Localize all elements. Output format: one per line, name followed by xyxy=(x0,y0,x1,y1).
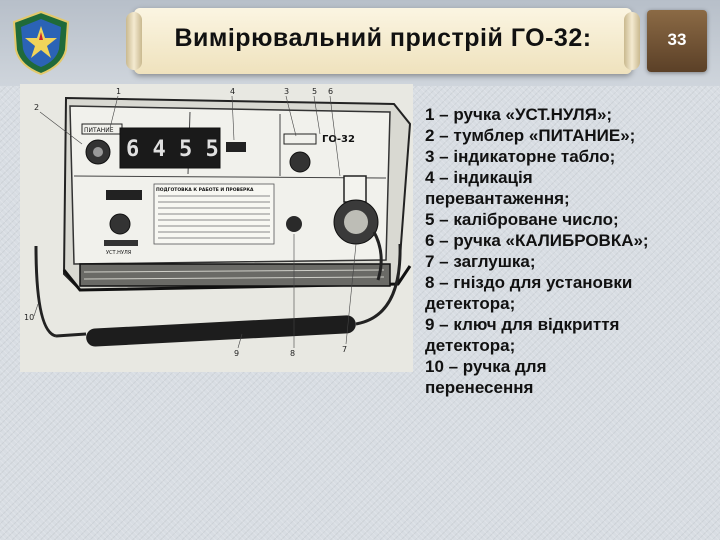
device-photo: ПИТАНИЕ ГО-32 УСТ.НУЛЯ ПОДГОТОВКА К РАБО… xyxy=(20,84,413,372)
page-number: 33 xyxy=(667,30,687,49)
list-item: 8 – гніздо для установки xyxy=(425,273,633,292)
list-item: 6 – ручка «КАЛИБРОВКА»; xyxy=(425,231,649,250)
panel-label-zero: УСТ.НУЛЯ xyxy=(106,250,131,256)
panel-label-power: ПИТАНИЕ xyxy=(84,127,114,134)
list-item: 9 – ключ для відкриття xyxy=(425,315,620,334)
callout-4: 4 xyxy=(230,87,235,96)
slide-title: Вимірювальний пристрій ГО-32: xyxy=(174,24,592,52)
panel-label-model: ГО-32 xyxy=(322,134,355,145)
list-item: 10 – ручка для xyxy=(425,357,547,376)
callout-9: 9 xyxy=(234,349,239,358)
callout-2: 2 xyxy=(34,103,39,112)
callout-5: 5 xyxy=(312,87,317,96)
list-item: 7 – заглушка; xyxy=(425,252,536,271)
list-item: 1 – ручка «УСТ.НУЛЯ»; xyxy=(425,105,613,124)
emblem-icon xyxy=(12,10,70,76)
list-item: 5 – каліброване число; xyxy=(425,210,619,229)
callout-6: 6 xyxy=(328,87,333,96)
list-item: 2 – тумблер «ПИТАНИЕ»; xyxy=(425,126,636,145)
list-item: детектора; xyxy=(425,294,516,313)
list-item: 4 – індикація xyxy=(425,168,533,187)
display-digits: 6 4 5 5 xyxy=(126,137,219,162)
device-illustration xyxy=(34,96,412,347)
callout-7: 7 xyxy=(342,345,347,354)
callout-3: 3 xyxy=(284,87,289,96)
instruction-heading: ПОДГОТОВКА К РАБОТЕ И ПРОВЕРКА xyxy=(156,187,254,193)
callout-10: 10 xyxy=(24,313,34,322)
title-banner: Вимірювальний пристрій ГО-32: xyxy=(126,8,640,74)
list-item: 3 – індикаторне табло; xyxy=(425,147,616,166)
list-item: детектора; xyxy=(425,336,516,355)
page-number-badge: 33 xyxy=(647,10,707,72)
callout-1: 1 xyxy=(116,87,121,96)
callout-8: 8 xyxy=(290,349,295,358)
list-item: перенесення xyxy=(425,378,534,397)
component-list: 1 – ручка «УСТ.НУЛЯ»; 2 – тумблер «ПИТАН… xyxy=(425,104,715,398)
list-item: перевантаження; xyxy=(425,189,570,208)
